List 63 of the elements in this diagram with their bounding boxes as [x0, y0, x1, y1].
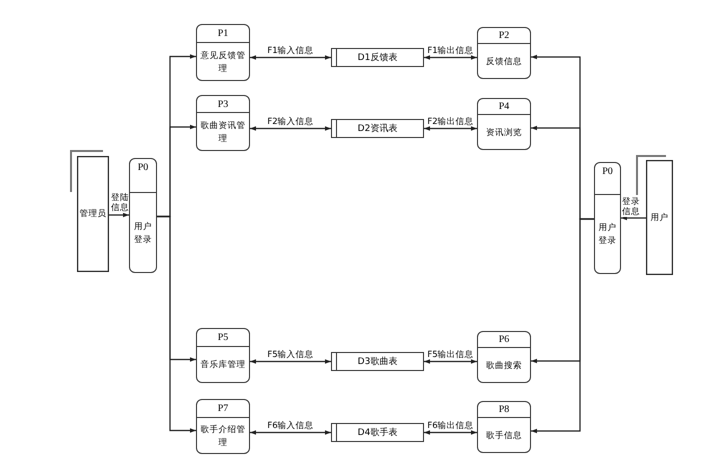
process-id: P0: [138, 162, 148, 173]
edge-label: F5输出信息: [426, 350, 475, 360]
store-label: D3歌曲表: [358, 356, 398, 368]
entity-label: 管理员: [78, 208, 108, 220]
edge-label: F1输入信息: [266, 46, 315, 56]
process-id: P0: [602, 166, 613, 177]
process-label: 歌曲资讯管理: [200, 120, 246, 146]
data-store: [331, 423, 424, 442]
arrow: [424, 55, 477, 60]
arrow: [424, 126, 477, 131]
process-label: 反馈信息: [485, 56, 523, 68]
process-box: [196, 24, 250, 81]
process-box: [129, 158, 157, 273]
process-label: 歌曲搜索: [485, 360, 523, 372]
process-id: P4: [498, 101, 510, 112]
arrow: [621, 216, 646, 220]
data-store: [331, 48, 424, 67]
process-label: 歌手介绍管理: [200, 424, 246, 450]
process-box: [594, 162, 621, 274]
process-label: 歌手信息: [485, 430, 523, 442]
arrow: [250, 126, 331, 131]
process-id: P8: [498, 404, 510, 415]
store-label: D4歌手表: [358, 426, 398, 439]
process-label: 意见反馈管理: [200, 50, 246, 76]
process-label: 用户登录: [598, 222, 618, 248]
process-box: [196, 328, 250, 383]
process-box: [477, 401, 531, 453]
process-id: P5: [218, 332, 228, 343]
entity-label: 用户: [650, 212, 670, 224]
store-label: D2资讯表: [358, 122, 398, 135]
process-id: P6: [498, 334, 510, 345]
arrow: [250, 430, 331, 435]
process-box: [477, 98, 531, 150]
arrow: [250, 55, 331, 60]
edge-label: F1输出信息: [426, 46, 475, 56]
process-box: [196, 399, 250, 454]
process-label: 用户登录: [133, 220, 153, 246]
data-store: [331, 352, 424, 371]
process-label: 音乐库管理: [200, 359, 246, 372]
store-label: D1反馈表: [358, 52, 398, 64]
edge-label: 登录信息: [622, 197, 640, 217]
edge-label: F6输入信息: [266, 420, 315, 432]
process-box: [477, 27, 531, 79]
external-entity: [70, 150, 109, 272]
edge-label: F6输出信息: [426, 420, 475, 432]
process-id: P3: [218, 99, 228, 110]
process-id: P2: [498, 30, 510, 41]
arrow: [157, 216, 196, 433]
edge-label: F2输出信息: [426, 116, 475, 128]
process-label: 资讯浏览: [485, 126, 523, 140]
arrow: [109, 212, 129, 218]
arrow: [424, 359, 477, 364]
edge-label: F2输入信息: [266, 116, 315, 128]
arrow: [531, 218, 594, 434]
process-id: P7: [218, 403, 228, 414]
arrow: [424, 430, 477, 435]
process-box: [477, 331, 531, 383]
process-box: [196, 95, 250, 151]
arrow: [250, 359, 331, 364]
edge-label: 登陆信息: [111, 193, 129, 213]
process-id: P1: [218, 28, 228, 39]
edge-label: F5输入信息: [266, 350, 315, 360]
data-store: [331, 119, 424, 138]
